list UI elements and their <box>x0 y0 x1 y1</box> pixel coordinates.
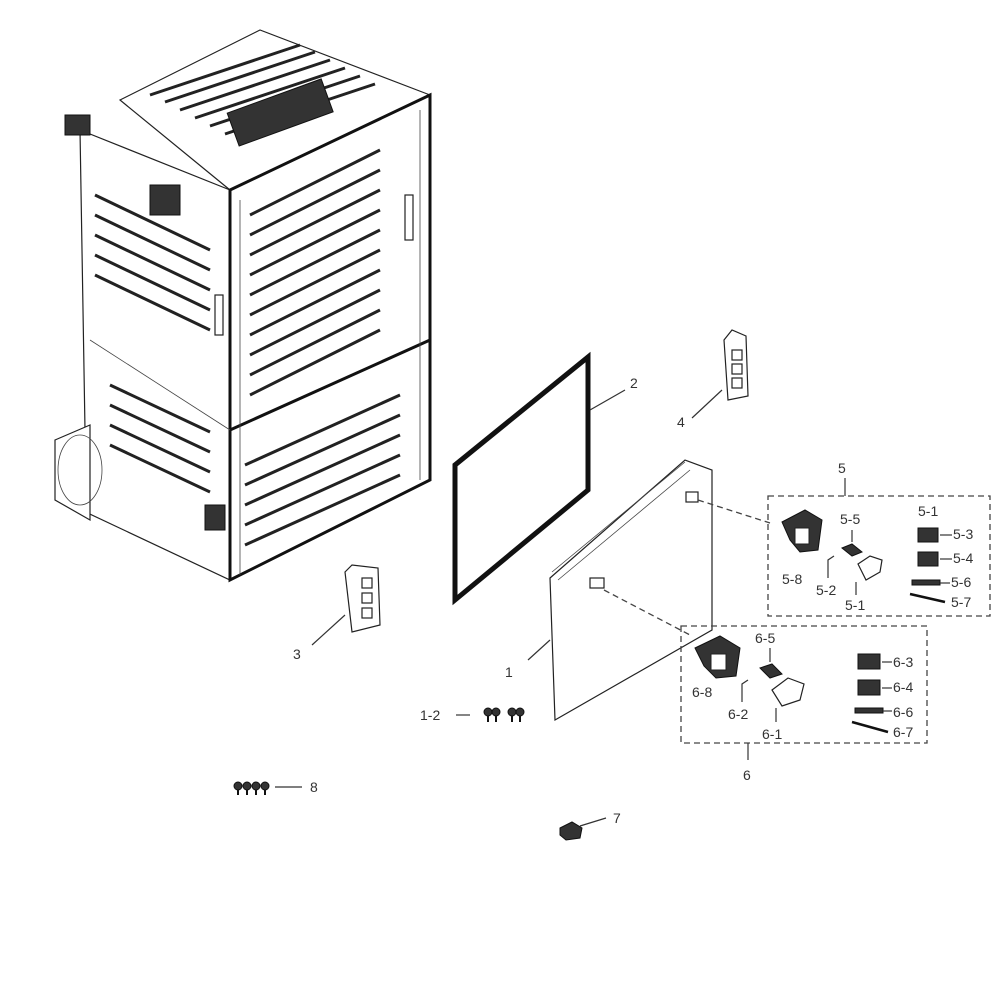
label-part-6-5: 6-5 <box>755 630 775 646</box>
door-gasket <box>452 351 591 606</box>
label-part-5-6: 5-6 <box>951 574 971 590</box>
leader-line-1 <box>527 639 551 661</box>
label-part-6-4: 6-4 <box>893 679 913 695</box>
label-part-6-3: 6-3 <box>893 654 913 670</box>
label-part-6-7: 6-7 <box>893 724 913 740</box>
kit-6-box: 6 6-8 6-5 6-2 6-1 6-3 6-4 6-6 6-7 <box>680 625 928 783</box>
label-part-5-3: 5-3 <box>953 526 973 542</box>
hinge-bracket-3 <box>344 564 381 633</box>
clip-7: 7 <box>559 810 621 841</box>
leader-line-4 <box>691 389 723 419</box>
leader-line-2 <box>589 389 626 411</box>
label-part-6-2: 6-2 <box>728 706 748 722</box>
hinge-bracket-4 <box>723 329 749 401</box>
label-part-5-4: 5-4 <box>953 550 973 566</box>
label-part-8: 8 <box>310 779 318 795</box>
label-part-7: 7 <box>613 810 621 826</box>
label-part-5-5: 5-5 <box>840 511 860 527</box>
freezer-drawer-door <box>549 459 713 722</box>
label-part-1-2: 1-2 <box>420 707 440 723</box>
label-part-2: 2 <box>630 375 638 391</box>
label-part-5-1b: 5-1 <box>845 597 865 613</box>
label-part-5-2: 5-2 <box>816 582 836 598</box>
connector-kit-5 <box>697 499 771 524</box>
screws-8: 8 <box>233 779 318 795</box>
label-part-6-1: 6-1 <box>762 726 782 742</box>
label-part-5-8: 5-8 <box>782 571 802 587</box>
label-part-5-1a: 5-1 <box>918 503 938 519</box>
label-part-1: 1 <box>505 664 513 680</box>
label-part-5: 5 <box>838 460 846 476</box>
label-part-5-7: 5-7 <box>951 594 971 610</box>
label-part-4: 4 <box>677 414 685 430</box>
refrigerator-cabinet <box>54 29 432 583</box>
screws-1-2: 1-2 <box>420 707 525 723</box>
label-part-6: 6 <box>743 767 751 783</box>
leader-line-3 <box>311 614 346 646</box>
label-part-6-6: 6-6 <box>893 704 913 720</box>
kit-5-box: 5 5-8 5-5 5-2 5-1 5-1 5-3 5-4 5-6 5-7 <box>767 460 991 617</box>
label-part-6-8: 6-8 <box>692 684 712 700</box>
label-part-3: 3 <box>293 646 301 662</box>
connector-kit-6 <box>603 589 691 636</box>
